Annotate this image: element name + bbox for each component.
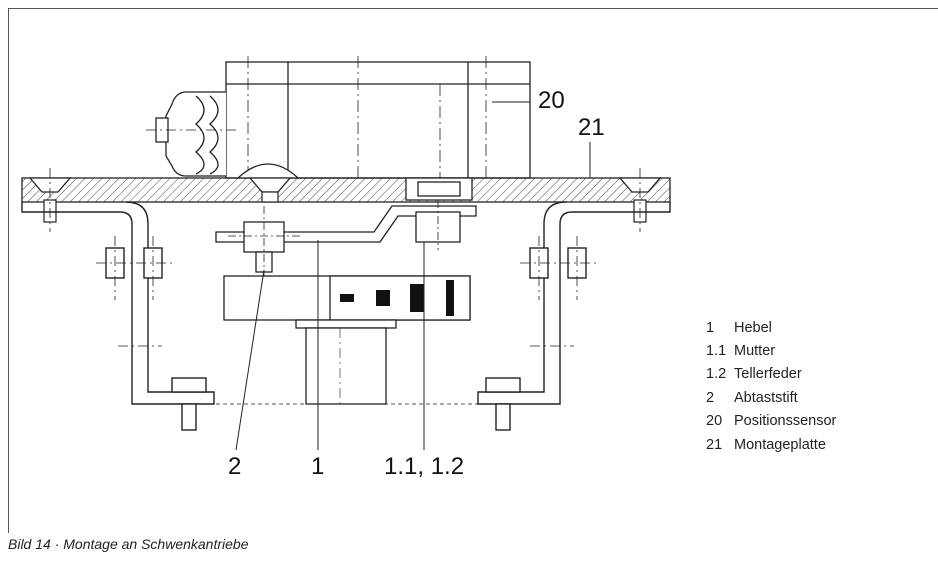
- callout-2: 2: [228, 453, 242, 480]
- plate-screws: [43, 168, 647, 232]
- figure-caption: Bild 14 · Montage an Schwenkantriebe: [8, 536, 249, 552]
- figure-frame: [8, 8, 938, 533]
- mounting-plate: [21, 177, 671, 203]
- position-sensor: [225, 56, 531, 179]
- callout-21: 21: [578, 114, 605, 141]
- callout-1-1-1-2: 1.1, 1.2: [384, 453, 465, 480]
- right-bracket: [477, 201, 671, 431]
- leader-lines: [235, 101, 591, 451]
- actuator: [216, 275, 478, 405]
- cable-connector: [146, 91, 240, 177]
- left-bracket: [21, 201, 215, 431]
- lever: [215, 200, 477, 276]
- callout-1: 1: [311, 453, 325, 480]
- callout-20: 20: [538, 87, 565, 114]
